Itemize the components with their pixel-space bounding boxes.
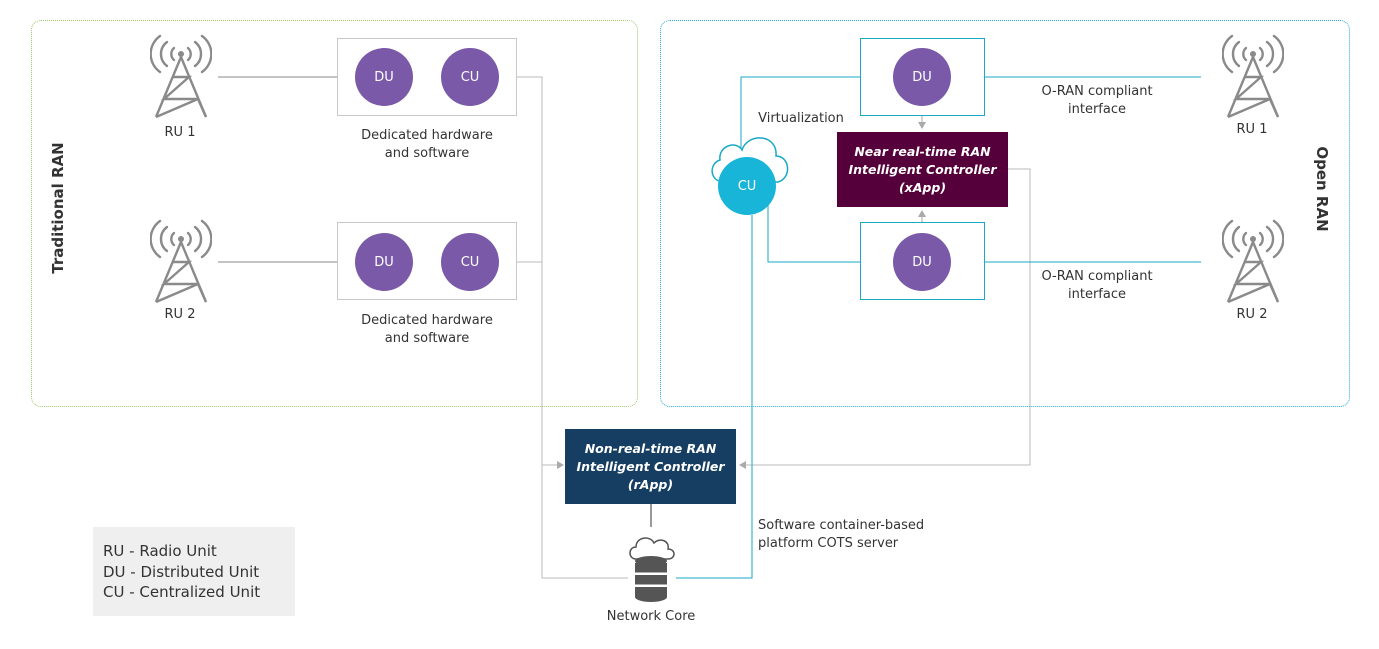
open-ru1-label: RU 1 [1236, 122, 1268, 137]
du-node: DU [355, 233, 413, 291]
legend-item: DU - Distributed Unit [103, 562, 260, 581]
non-rt-ric-box: Non-real-time RAN Intelligent Controller… [565, 429, 736, 504]
traditional-ran-panel [31, 20, 638, 407]
du-node: DU [893, 48, 951, 106]
open-du-box-top: DU [860, 38, 985, 116]
dedicated-hardware-box: DU CU [337, 38, 517, 116]
traditional-ru2-label: RU 2 [164, 307, 196, 322]
radio-tower-icon [150, 34, 212, 119]
traditional-ran-title: Traditional RAN [49, 142, 67, 274]
cu-node: CU [441, 48, 499, 106]
open-ran-panel [660, 20, 1350, 407]
legend: RU - Radio Unit DU - Distributed Unit CU… [93, 527, 295, 616]
cu-virtual-node: CU [718, 157, 776, 215]
radio-tower-icon [1222, 34, 1284, 119]
open-ran-title: Open RAN [1313, 146, 1331, 232]
cu-node: CU [441, 233, 499, 291]
database-cloud-icon [629, 537, 675, 602]
open-ru2-label: RU 2 [1236, 307, 1268, 322]
traditional-ru1-label: RU 1 [164, 125, 196, 140]
du-node: DU [893, 233, 951, 291]
radio-tower-icon [1222, 219, 1284, 304]
radio-tower-icon [150, 219, 212, 304]
legend-item: RU - Radio Unit [103, 542, 217, 560]
du-node: DU [355, 48, 413, 106]
network-core-label: Network Core [606, 609, 696, 624]
legend-item: CU - Centralized Unit [103, 583, 261, 601]
open-du-box-bottom: DU [860, 222, 985, 300]
near-rt-ric-box: Near real-time RAN Intelligent Controlle… [837, 132, 1008, 207]
virtualization-label: Virtualization [758, 111, 844, 126]
dedicated-hardware-box: DU CU [337, 222, 517, 300]
